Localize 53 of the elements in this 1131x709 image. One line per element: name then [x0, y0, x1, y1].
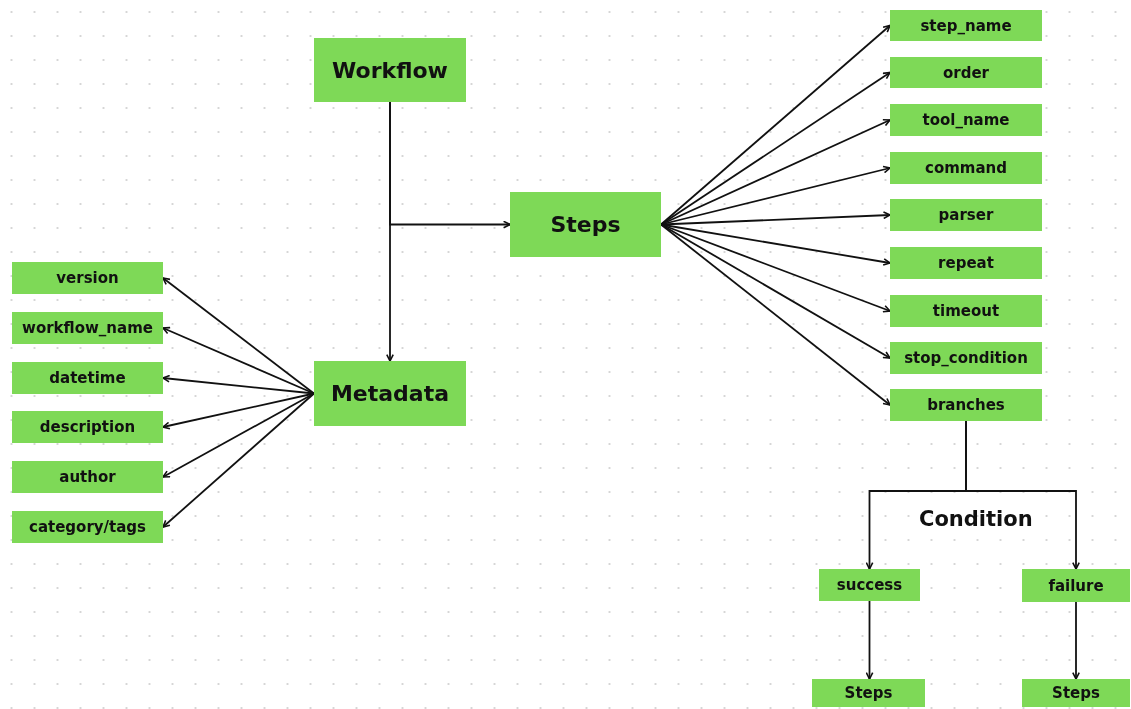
field-name: tool_name: [922, 111, 1010, 129]
field-name: description: [39, 418, 136, 436]
field-box: [890, 199, 1042, 231]
field-box: [12, 411, 163, 443]
condition-label: Condition: [919, 507, 1033, 531]
field-box: [890, 389, 1042, 421]
field-box: [890, 295, 1042, 327]
field-box: [12, 362, 163, 394]
node-title: Metadata: [330, 381, 450, 406]
arrow: [865, 600, 874, 680]
field-box: [890, 342, 1042, 374]
field-box: [510, 192, 661, 257]
field-box: [890, 247, 1042, 279]
field-box: [1022, 679, 1130, 707]
field-box: [12, 312, 163, 344]
field-name: author: [59, 468, 116, 486]
field-box: [12, 511, 163, 543]
field-name: workflow_name: [22, 319, 153, 337]
node-title: Steps: [550, 212, 621, 237]
field-name: step_name: [920, 16, 1012, 35]
field-name: Steps: [1052, 684, 1100, 702]
field-box: [1022, 569, 1130, 602]
arrow: [162, 277, 315, 395]
arrow: [965, 420, 1080, 570]
field-name: Steps: [844, 684, 893, 702]
arrow: [1072, 601, 1080, 680]
field-box: [12, 262, 163, 294]
field-box: [890, 57, 1042, 88]
field-name: branches: [927, 396, 1005, 414]
field-name: stop_condition: [904, 349, 1028, 367]
field-name: category/tags: [29, 518, 146, 536]
field-name: order: [943, 63, 989, 82]
field-box: [812, 679, 925, 707]
field-box: [12, 461, 163, 493]
arrow: [162, 326, 315, 395]
arrow: [389, 101, 511, 229]
field-box: [890, 152, 1042, 184]
field-name: version: [56, 269, 119, 287]
field-name: repeat: [938, 254, 994, 272]
arrow: [162, 392, 315, 528]
field-box: [819, 569, 920, 601]
field-box: [890, 10, 1042, 41]
field-name: timeout: [932, 302, 1000, 320]
field-name: failure: [1048, 576, 1104, 595]
arrow: [660, 223, 891, 406]
node-title: Workflow: [332, 57, 448, 83]
field-name: command: [925, 159, 1007, 177]
field-box: [890, 104, 1042, 136]
field-name: success: [836, 576, 903, 594]
field-name: parser: [938, 206, 994, 224]
field-name: datetime: [49, 369, 126, 387]
field-box: [314, 38, 466, 102]
field-box: [314, 361, 466, 426]
